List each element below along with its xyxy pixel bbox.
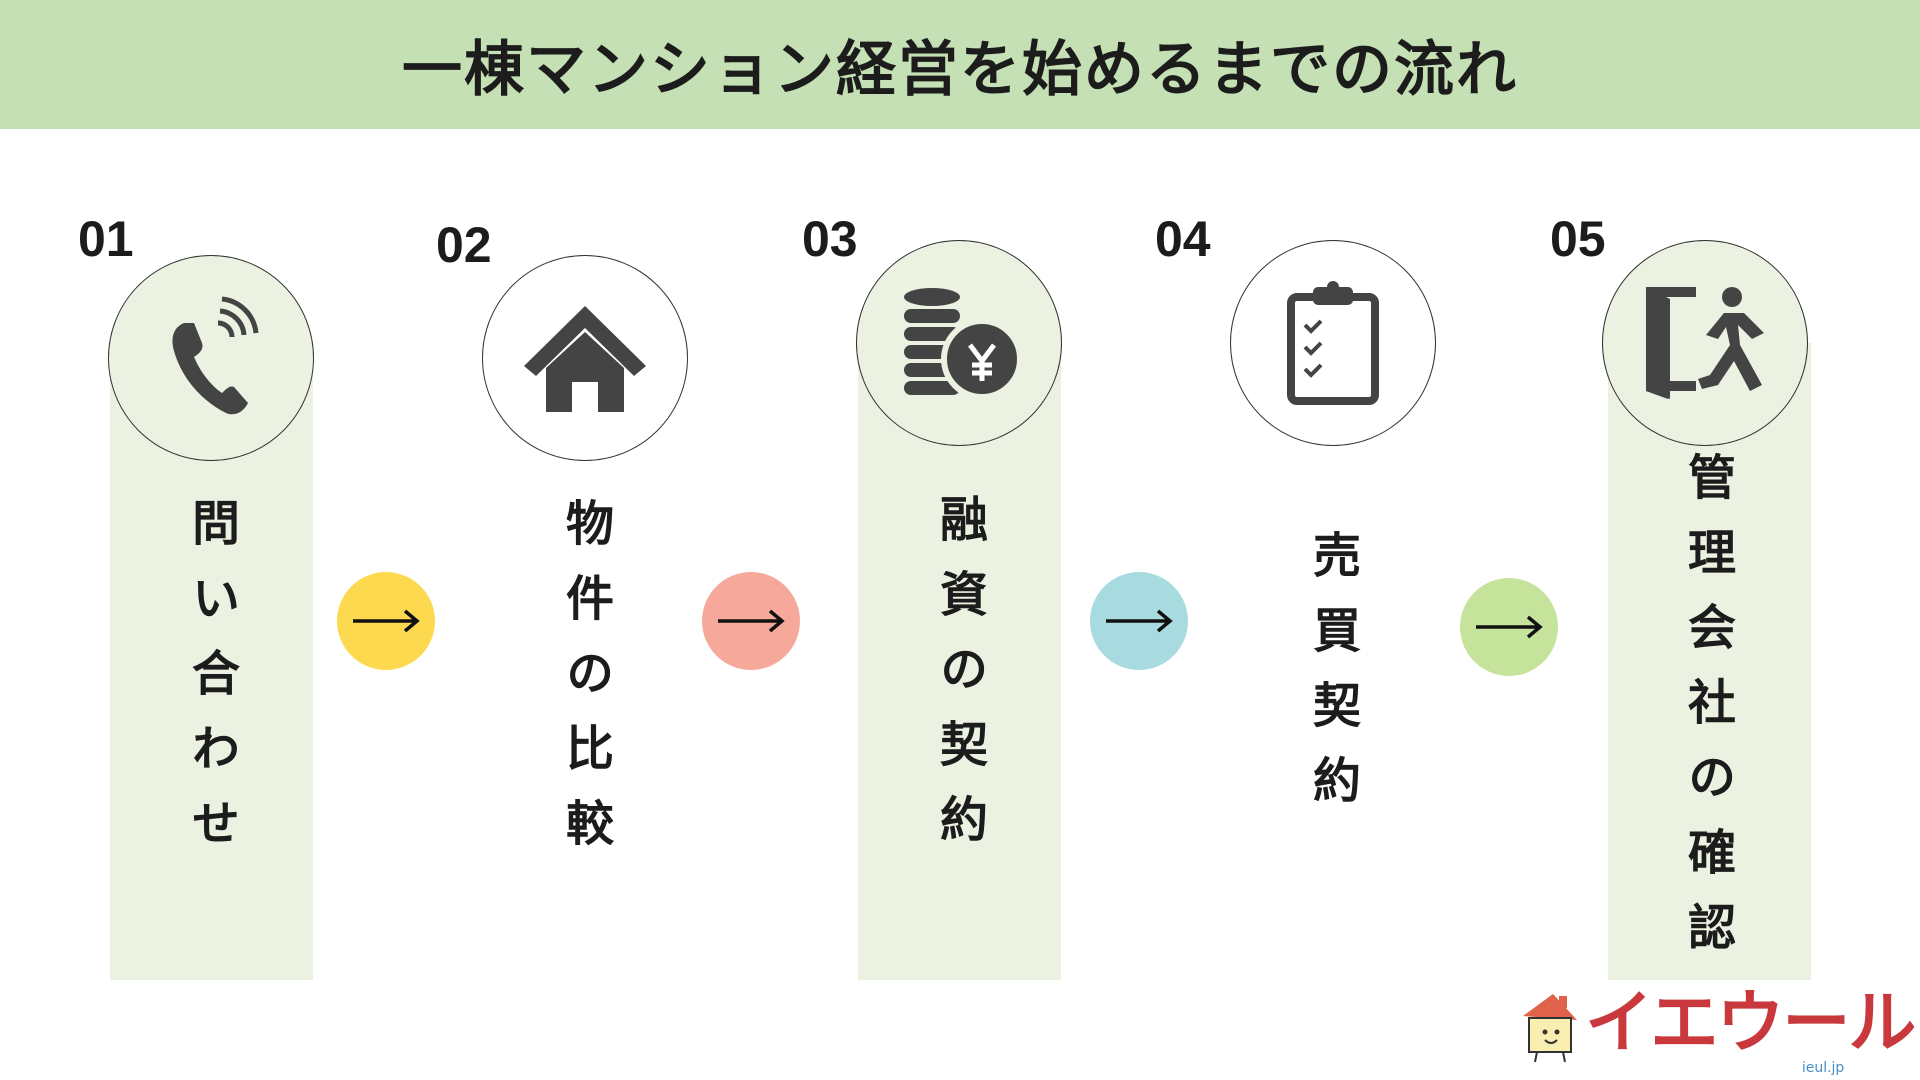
step-number: 02 (436, 217, 492, 273)
phone-icon (172, 296, 259, 415)
step-2-icon-circle (482, 255, 688, 461)
step-number: 01 (78, 211, 134, 267)
arrow-circle (702, 572, 800, 670)
step-label: 融資の契約 (931, 494, 987, 869)
step-label: 管理会社の確認 (1679, 452, 1735, 977)
step-5-icon-circle (1602, 240, 1808, 446)
step-3-panel (858, 343, 1061, 980)
arrow-circle (337, 572, 435, 670)
exit-door-icon (1646, 287, 1764, 399)
step-1-panel (110, 358, 313, 980)
house-mascot-icon (1523, 994, 1577, 1063)
house-icon (524, 306, 646, 412)
step-label: 物件の比較 (557, 498, 613, 873)
step-3-icon-circle (856, 240, 1062, 446)
ieul-logo: イエウール ieul.jp (1515, 984, 1916, 1077)
arrow-right-icon (353, 609, 420, 633)
arrow-circle (1460, 578, 1558, 676)
header-banner: 一棟マンション経営を始めるまでの流れ (0, 0, 1920, 129)
step-number: 03 (802, 211, 858, 267)
coins-yen-icon (904, 288, 1023, 400)
arrow-right-icon (718, 609, 785, 633)
step-1-icon-circle (108, 255, 314, 461)
step-label: 問い合わせ (183, 498, 239, 873)
page-title: 一棟マンション経営を始めるまでの流れ (402, 35, 1518, 105)
logo-name: イエウール (1585, 984, 1916, 1063)
logo-domain: ieul.jp (1801, 1060, 1845, 1076)
step-label: 売買契約 (1304, 530, 1360, 830)
arrow-right-icon (1106, 609, 1173, 633)
arrow-right-icon (1476, 615, 1543, 639)
step-4-icon-circle (1230, 240, 1436, 446)
step-5-panel (1608, 343, 1811, 980)
arrow-circle (1090, 572, 1188, 670)
logo-wordmark: イエウール ieul.jp (1585, 984, 1916, 1077)
clipboard-checklist-icon (1287, 281, 1379, 405)
step-number: 04 (1155, 211, 1211, 267)
step-number: 05 (1550, 211, 1606, 267)
